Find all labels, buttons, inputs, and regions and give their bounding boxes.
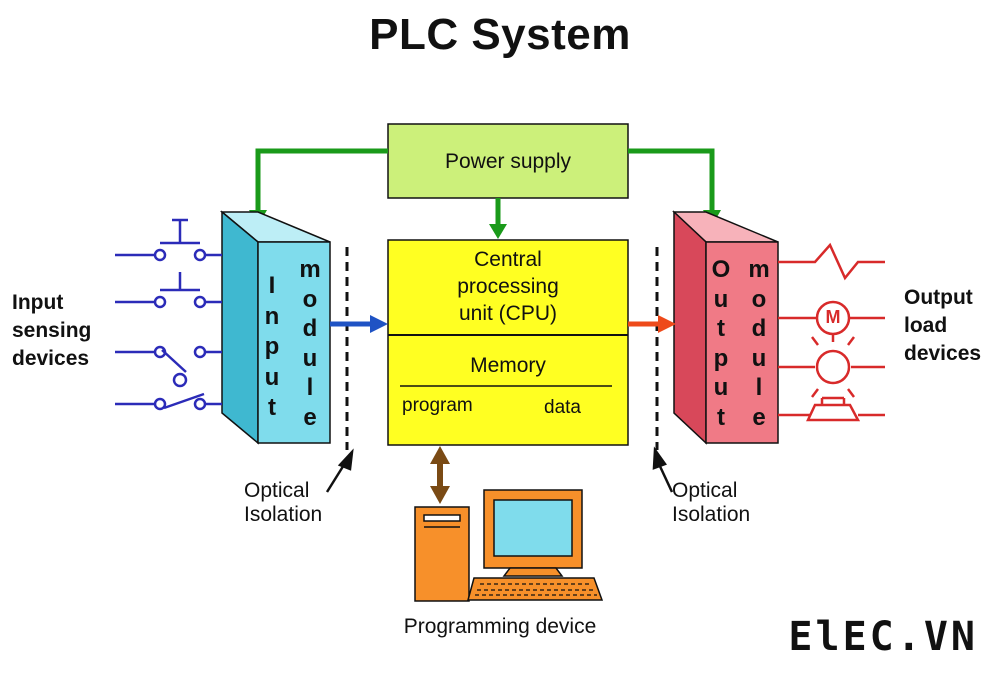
module-letter: t	[268, 394, 276, 421]
optical-isolation-left-line1: Optical	[244, 479, 310, 502]
isolation-pointers	[325, 446, 674, 493]
module-letter: p	[264, 333, 280, 360]
input-devices-line3: devices	[12, 347, 90, 370]
cpu-label-line2: processing	[457, 275, 559, 298]
output-module-box	[672, 210, 779, 445]
power-supply-label: Power supply	[444, 150, 572, 173]
module-letter: u	[302, 344, 318, 372]
power-supply-box	[387, 123, 629, 199]
input-signal-arrow	[330, 315, 388, 333]
module-letter: t	[717, 403, 725, 431]
input-devices-line2: sensing	[12, 319, 92, 342]
module-letter: m	[748, 256, 770, 283]
memory-label: Memory	[470, 354, 546, 377]
diagram-title: PLC System	[369, 10, 631, 59]
module-letter: l	[755, 374, 763, 402]
output-devices-line1: Output	[904, 286, 973, 309]
cpu-label-line3: unit (CPU)	[458, 302, 558, 325]
module-letter: u	[264, 363, 280, 391]
programming-link-arrow	[430, 446, 450, 504]
module-letter: t	[717, 315, 725, 343]
motor-symbol: M	[825, 307, 841, 327]
programming-computer	[414, 489, 604, 602]
brand-watermark: ElEC.VN	[788, 614, 978, 660]
cpu-box	[387, 239, 629, 446]
input-switches	[115, 218, 222, 411]
module-letter: I	[268, 272, 276, 299]
power-arrows	[255, 148, 715, 227]
module-letter: l	[306, 374, 314, 402]
input-devices-line1: Input	[12, 291, 64, 314]
optical-isolation-right-line2: Isolation	[672, 503, 751, 526]
memory-data-label: data	[544, 397, 581, 418]
output-devices-line2: load	[904, 314, 948, 337]
optical-isolation-right-line1: Optical	[672, 479, 738, 502]
module-letter: d	[751, 315, 767, 343]
module-letter: d	[302, 315, 318, 343]
module-letter: m	[299, 256, 321, 283]
module-letter: O	[711, 256, 731, 283]
power-arrowheads	[249, 210, 721, 239]
module-letter: e	[303, 403, 317, 431]
cpu-label-line1: Central	[474, 248, 542, 271]
memory-program-label: program	[402, 395, 473, 416]
module-letter: n	[264, 302, 280, 330]
module-letter: e	[752, 403, 766, 431]
output-devices-line3: devices	[904, 342, 982, 365]
output-signal-arrow	[628, 315, 676, 333]
programming-device-label: Programming device	[403, 615, 597, 638]
module-letter: p	[713, 344, 729, 372]
output-loads	[778, 242, 885, 422]
optical-isolation-left-line2: Isolation	[244, 503, 323, 526]
input-module-box	[219, 210, 331, 445]
module-letter: o	[302, 285, 318, 313]
module-letter: u	[713, 285, 729, 313]
module-letter: o	[751, 285, 767, 313]
module-letter: u	[713, 374, 729, 402]
module-letter: u	[751, 344, 767, 372]
